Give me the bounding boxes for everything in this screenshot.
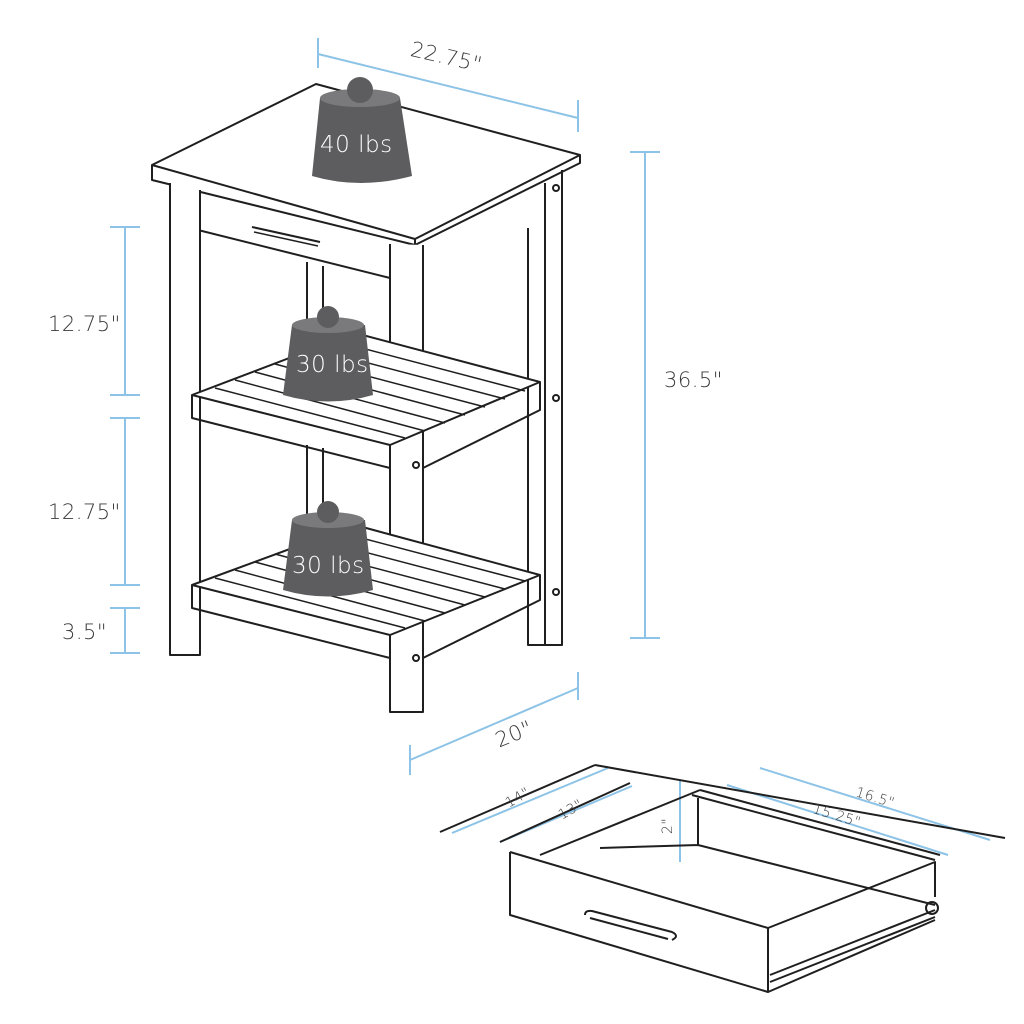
- bottom-shelf-weight-label: 30 lbs: [292, 553, 365, 579]
- drawer-height-label: 2": [660, 817, 677, 835]
- shelf-gap-lower-label: 12.75": [48, 500, 121, 524]
- drawer-outline: [439, 764, 1006, 993]
- overall-height-label: 36.5": [664, 368, 723, 392]
- weight-icons: [283, 77, 412, 597]
- middle-shelf-weight-label: 30 lbs: [296, 352, 369, 378]
- floor-clearance-label: 3.5": [62, 620, 108, 644]
- top-weight-label: 40 lbs: [320, 132, 393, 158]
- shelf-gap-upper-label: 12.75": [48, 312, 121, 336]
- cart-outline: [151, 83, 581, 713]
